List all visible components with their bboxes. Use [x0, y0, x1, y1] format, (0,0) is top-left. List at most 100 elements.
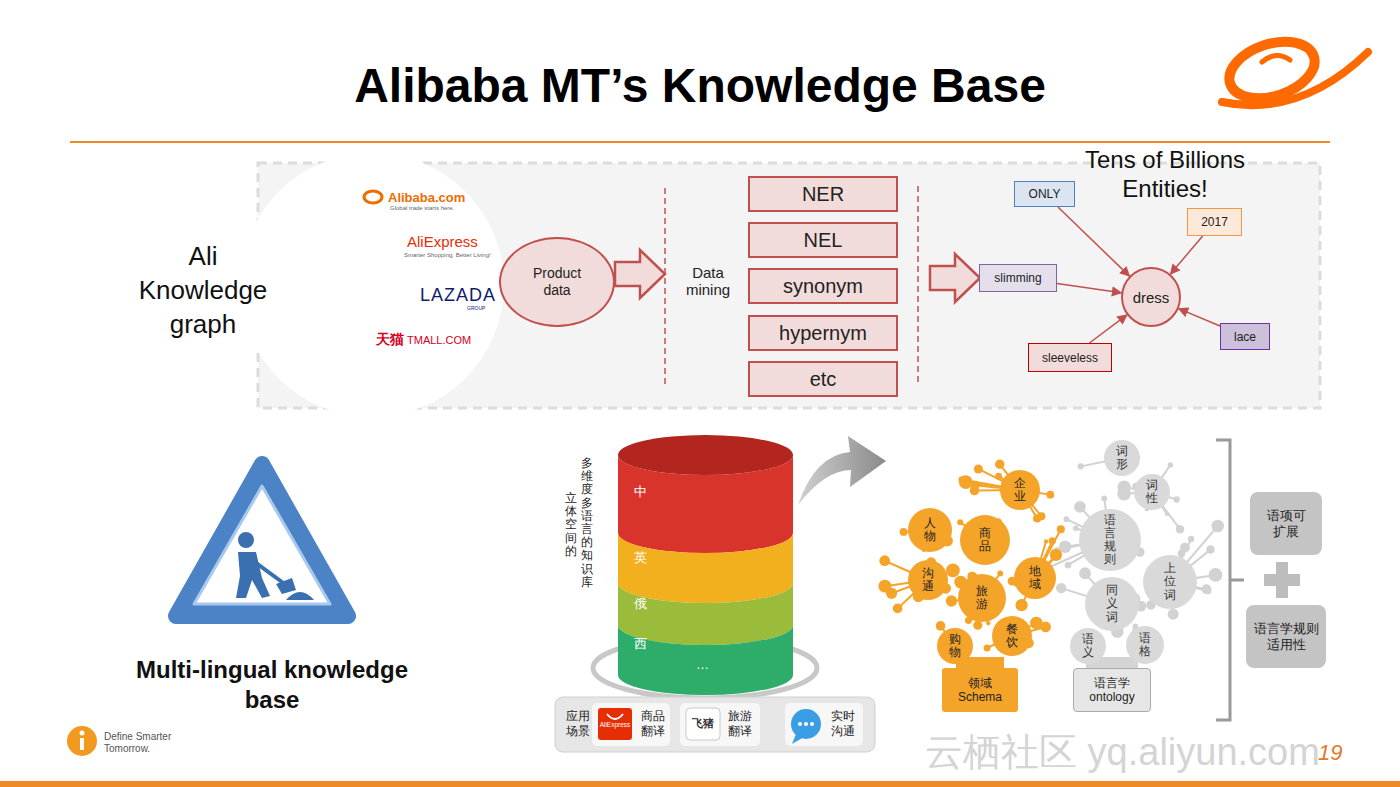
- dashed-divider: [917, 186, 919, 385]
- network-dot: [879, 555, 890, 566]
- node-text: 沟通: [922, 567, 934, 593]
- node-text: 词形: [1116, 445, 1128, 471]
- network-dot: [1056, 583, 1066, 593]
- network-dot: [1055, 552, 1061, 558]
- node-text: 语言学规则适用性: [1252, 621, 1320, 652]
- source-ellipse: Product data: [499, 237, 615, 327]
- network-dot: [936, 621, 946, 631]
- node-text: 英: [634, 549, 647, 567]
- node-text: Product data: [522, 265, 592, 299]
- node-text: 语言规则: [1104, 514, 1116, 567]
- chat-icon: [791, 709, 821, 739]
- bottom-rule: [0, 781, 1400, 787]
- band-fill: [618, 625, 793, 695]
- shovel-blade: [276, 578, 296, 594]
- dirt-pile: [286, 592, 314, 600]
- vertical-caption: 立体空间的: [565, 492, 577, 558]
- domain-circle: 人物: [908, 508, 952, 552]
- scenario-item: [680, 703, 760, 746]
- vertical-caption: 多维度多语言的知识库: [581, 457, 593, 589]
- node-text: 领域 Schema: [942, 676, 1018, 705]
- node-text: NER: [802, 183, 844, 206]
- attribute-box: lace: [1220, 323, 1270, 350]
- cylinder-band: 西…: [618, 605, 793, 695]
- domain-circle: 商品: [960, 515, 1010, 565]
- node-text: 语言学 ontology: [1074, 676, 1150, 705]
- icon-text: 飞猪: [686, 716, 720, 731]
- alibaba-mark: [364, 191, 382, 203]
- bulb-base: 语言学 ontology: [1073, 668, 1151, 712]
- network-dot: [1030, 617, 1043, 630]
- node-text: 商品: [979, 527, 991, 553]
- cylinder-band: 俄: [618, 563, 793, 645]
- network-dot: [1049, 537, 1056, 544]
- node-text: 应用场景: [565, 709, 591, 739]
- bracket: [1216, 440, 1244, 720]
- chat-dot: [798, 722, 802, 726]
- aliexpress-bag: [607, 714, 623, 719]
- network-dot: [995, 473, 1002, 480]
- network-dot: [1015, 599, 1027, 611]
- chat-tail: [792, 734, 804, 744]
- logo-swoosh: [1222, 52, 1368, 105]
- logo-text: LAZADA: [420, 285, 496, 306]
- node-text: 词性: [1146, 479, 1158, 505]
- network-dot: [984, 644, 991, 651]
- linguistic-circle: 上位词: [1143, 555, 1197, 609]
- node-text: ONLY: [1029, 187, 1061, 201]
- node-text: synonym: [783, 275, 863, 298]
- network-dot: [1073, 526, 1079, 532]
- linguistic-circle: 语格: [1126, 626, 1164, 664]
- mining-box: etc: [748, 361, 898, 397]
- mining-box: NER: [748, 176, 898, 212]
- linguistic-circle: 语言规则: [1079, 509, 1141, 571]
- aliexpress-icon: [598, 708, 632, 740]
- scenario-item: [785, 703, 863, 746]
- chat-dot: [804, 722, 808, 726]
- linguistic-circle: 词性: [1134, 474, 1170, 510]
- network-dot: [1050, 549, 1062, 561]
- network-dot: [1168, 609, 1179, 620]
- network-dot: [986, 621, 990, 625]
- dashed-divider: [664, 188, 666, 385]
- page-number: 19: [1318, 740, 1342, 766]
- network-dot: [886, 588, 897, 599]
- note-label: Tens of Billions Entities!: [1065, 146, 1265, 204]
- domain-circle: 沟通: [908, 560, 948, 600]
- entity-circle: dress: [1121, 267, 1181, 327]
- node-text: sleeveless: [1042, 351, 1098, 365]
- network-dot: [1057, 525, 1065, 533]
- network-dot: [1079, 567, 1091, 579]
- node-text: 2017: [1201, 215, 1228, 229]
- property-box: 语言学规则适用性: [1246, 605, 1326, 668]
- cylinder-top: [618, 435, 793, 475]
- node-text: 商品翻译: [640, 709, 666, 739]
- logo-text: 天猫: [376, 331, 404, 349]
- title-rule: [70, 141, 1330, 143]
- band-fill: [618, 533, 793, 603]
- network-dot: [1065, 562, 1072, 569]
- network-dot: [1180, 543, 1190, 553]
- network-dot: [946, 563, 960, 577]
- network-dot: [974, 464, 983, 473]
- mining-box: NEL: [748, 222, 898, 258]
- network-dot: [970, 481, 979, 490]
- sign-border: [176, 464, 348, 616]
- worker-head: [238, 532, 254, 548]
- node-text: 实时沟通: [830, 709, 856, 739]
- footer-logo-stem: [80, 738, 84, 750]
- node-text: 餐饮: [1006, 623, 1018, 649]
- network-dot: [957, 519, 963, 525]
- network-dot: [973, 621, 982, 630]
- network-dot: [1101, 496, 1107, 502]
- node-text: hypernym: [779, 322, 867, 345]
- attribute-box: slimming: [979, 264, 1057, 292]
- node-text: 地域: [1029, 565, 1041, 591]
- hollow-arrow: [615, 250, 665, 298]
- node-text: …: [696, 657, 709, 672]
- network-dot: [1044, 539, 1048, 543]
- node-text: 语格: [1139, 632, 1151, 658]
- attribute-box: ONLY: [1014, 181, 1075, 207]
- scenario-bar: [555, 697, 875, 752]
